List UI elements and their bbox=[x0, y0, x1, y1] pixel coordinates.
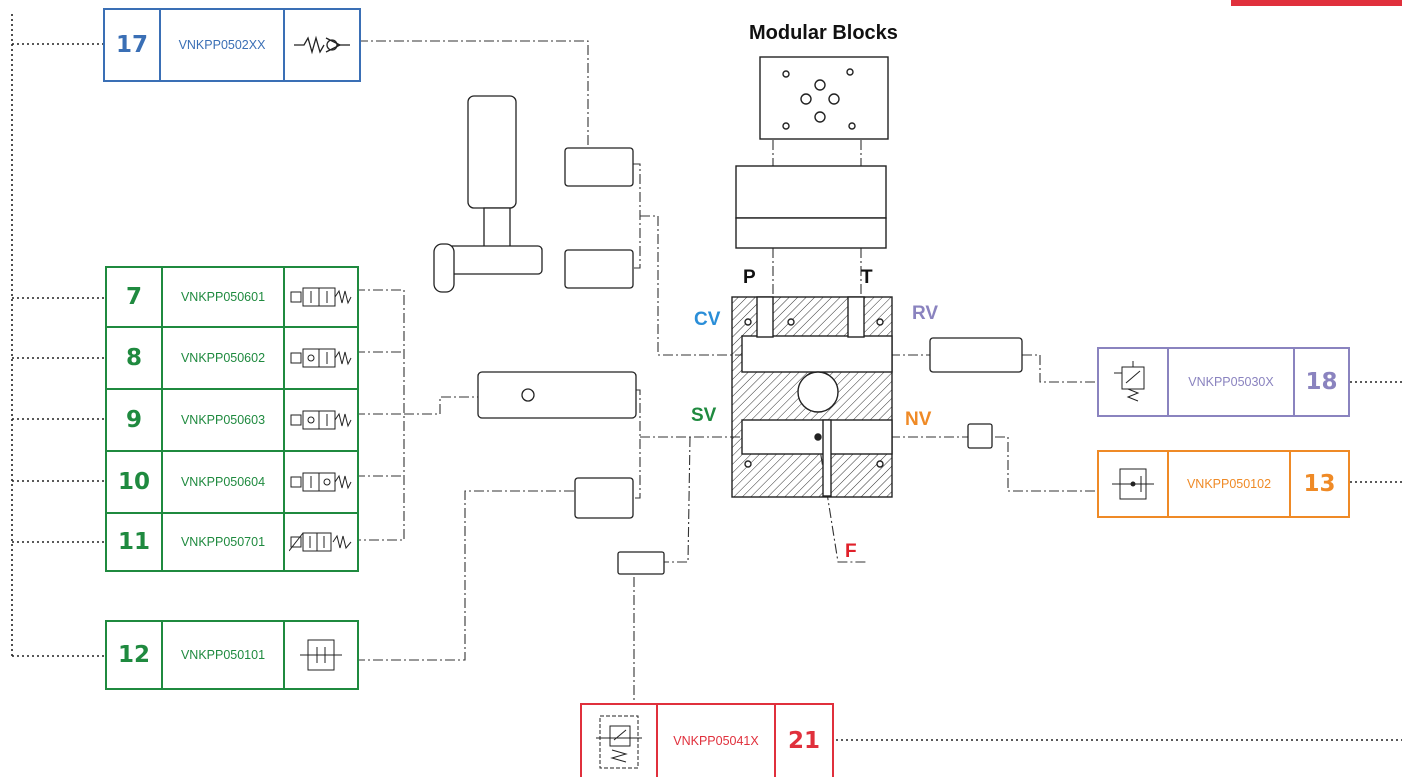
module-9[interactable]: 9 VNKPP050603 bbox=[105, 388, 359, 452]
solenoid-valve-icon bbox=[285, 452, 357, 512]
module-13[interactable]: VNKPP050102 13 bbox=[1097, 450, 1350, 518]
modular-block-side bbox=[735, 165, 887, 249]
proportional-valve-icon bbox=[285, 514, 357, 570]
module-code: VNKPP05041X bbox=[658, 705, 776, 777]
module-number: 13 bbox=[1303, 471, 1336, 497]
solenoid-valve-icon bbox=[285, 328, 357, 388]
module-11[interactable]: 11 VNKPP050701 bbox=[105, 512, 359, 572]
pressure-gauge-assembly bbox=[433, 95, 543, 293]
modular-block-top-plate bbox=[759, 56, 889, 140]
module-8[interactable]: 8 VNKPP050602 bbox=[105, 326, 359, 390]
left-dotted-bus bbox=[11, 14, 106, 657]
module-code: VNKPP05030X bbox=[1169, 349, 1295, 415]
module-code: VNKPP050601 bbox=[163, 268, 285, 326]
module-10[interactable]: 10 VNKPP050604 bbox=[105, 450, 359, 514]
right-dotted-bus bbox=[836, 381, 1402, 741]
relief-valve-icon bbox=[1099, 349, 1169, 415]
cartridge-valves bbox=[477, 147, 1023, 575]
solenoid-valve-icon bbox=[285, 390, 357, 450]
module-7[interactable]: 7 VNKPP050601 bbox=[105, 266, 359, 328]
module-number: 17 bbox=[105, 10, 161, 80]
module-18[interactable]: VNKPP05030X 18 bbox=[1097, 347, 1350, 417]
port-sv-label: SV bbox=[691, 405, 717, 426]
module-number: 10 bbox=[107, 452, 163, 512]
module-number: 9 bbox=[107, 390, 163, 450]
module-code: VNKPP050602 bbox=[163, 328, 285, 388]
module-number: 7 bbox=[107, 268, 163, 326]
module-12[interactable]: 12 VNKPP050101 bbox=[105, 620, 359, 690]
module-code: VNKPP050101 bbox=[163, 622, 285, 688]
module-code: VNKPP050701 bbox=[163, 514, 285, 570]
solenoid-valve-icon bbox=[285, 268, 357, 326]
port-nv-label: NV bbox=[905, 409, 932, 430]
port-p-label: P bbox=[743, 267, 756, 288]
module-number: 8 bbox=[107, 328, 163, 388]
module-21[interactable]: VNKPP05041X 21 bbox=[580, 703, 834, 777]
needle-valve-icon bbox=[1099, 452, 1169, 516]
diagram-title: Modular Blocks bbox=[749, 22, 898, 44]
module-code: VNKPP0502XX bbox=[161, 10, 285, 80]
module-number: 21 bbox=[787, 728, 820, 754]
module-number: 12 bbox=[107, 622, 163, 688]
port-rv-label: RV bbox=[912, 303, 939, 324]
module-code: VNKPP050603 bbox=[163, 390, 285, 450]
needle-valve-icon bbox=[285, 622, 357, 688]
module-code: VNKPP050102 bbox=[1169, 452, 1291, 516]
module-number: 11 bbox=[107, 514, 163, 570]
connection-lines bbox=[355, 40, 1098, 706]
pressure-reducing-valve-icon bbox=[582, 705, 658, 777]
check-valve-icon bbox=[285, 10, 359, 80]
module-number: 18 bbox=[1305, 369, 1338, 395]
module-17[interactable]: 17 VNKPP0502XX bbox=[103, 8, 361, 82]
port-cv-label: CV bbox=[694, 309, 721, 330]
top-accent-stripe bbox=[1231, 0, 1402, 6]
port-t-label: T bbox=[861, 267, 873, 288]
port-f-label: F bbox=[845, 541, 857, 562]
manifold-cross-section bbox=[731, 296, 893, 498]
module-code: VNKPP050604 bbox=[163, 452, 285, 512]
